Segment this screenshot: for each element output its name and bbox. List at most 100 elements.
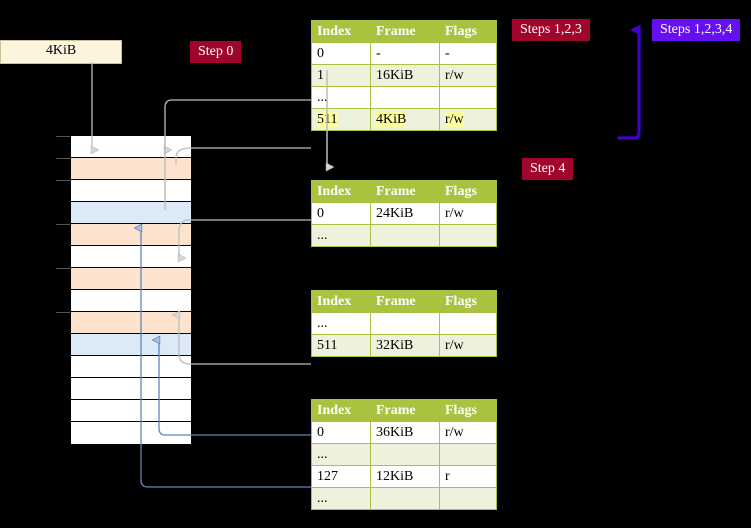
cell-flags: r/w: [439, 108, 497, 131]
column-header-flags: Flags: [439, 399, 497, 422]
memory-tick: [56, 158, 70, 159]
cell-index: 0: [311, 42, 371, 65]
cell-flags: -: [439, 42, 497, 65]
cell-flags: [439, 312, 497, 335]
cell-frame: 24KiB: [370, 202, 440, 225]
table-row: 0--: [311, 42, 497, 65]
memory-tick: [56, 312, 70, 313]
memory-frame-row: [71, 400, 191, 422]
label-steps-123: Steps 1,2,3: [512, 19, 590, 41]
cell-index: 511: [311, 108, 371, 131]
cell-frame: 32KiB: [370, 334, 440, 357]
memory-frame-row: [71, 202, 191, 224]
cell-flags: [439, 443, 497, 466]
table-header-row: Index Frame Flags: [311, 180, 497, 203]
memory-frame-row: [71, 378, 191, 400]
cell-index: 127: [311, 465, 371, 488]
cell-frame: 4KiB: [370, 108, 440, 131]
cell-index: ...: [311, 487, 371, 510]
label-step-0: Step 0: [190, 41, 242, 63]
column-header-flags: Flags: [439, 290, 497, 313]
cell-frame: [370, 487, 440, 510]
memory-frame-row: [71, 290, 191, 312]
memory-tick: [56, 224, 70, 225]
memory-frame-row: [71, 356, 191, 378]
table-row: ...: [311, 224, 497, 247]
memory-frame-row: [71, 422, 191, 444]
memory-tick: [56, 268, 70, 269]
cell-frame: 36KiB: [370, 421, 440, 444]
column-header-frame: Frame: [370, 20, 440, 43]
cell-flags: r/w: [439, 421, 497, 444]
cell-frame: [370, 312, 440, 335]
cell-flags: [439, 487, 497, 510]
frame-box-label: 4KiB: [45, 43, 77, 58]
table-row: ...: [311, 86, 497, 109]
column-header-flags: Flags: [439, 20, 497, 43]
memory-frame-row: [71, 268, 191, 290]
memory-frame-row: [71, 224, 191, 246]
memory-frame-row: [71, 246, 191, 268]
memory-frame-row: [71, 158, 191, 180]
column-header-index: Index: [311, 290, 371, 313]
table-header-row: Index Frame Flags: [311, 20, 497, 43]
cell-index: ...: [311, 312, 371, 335]
label-steps-1234: Steps 1,2,3,4: [652, 19, 741, 41]
column-header-flags: Flags: [439, 180, 497, 203]
table-row: ...: [311, 487, 497, 510]
column-header-frame: Frame: [370, 180, 440, 203]
cell-flags: [439, 224, 497, 247]
table-header-row: Index Frame Flags: [311, 399, 497, 422]
table-row: ...: [311, 443, 497, 466]
memory-frame-row: [71, 312, 191, 334]
cell-index: 511: [311, 334, 371, 357]
column-header-frame: Frame: [370, 290, 440, 313]
column-header-index: Index: [311, 180, 371, 203]
cell-flags: r: [439, 465, 497, 488]
cell-flags: r/w: [439, 64, 497, 87]
column-header-index: Index: [311, 20, 371, 43]
cell-index: 0: [311, 421, 371, 444]
memory-frame-row: [71, 334, 191, 356]
arrow-steps-1234-bracket: [617, 30, 641, 140]
cell-flags: r/w: [439, 202, 497, 225]
cell-frame: [370, 86, 440, 109]
memory-frame-row: [71, 136, 191, 158]
cell-index: ...: [311, 443, 371, 466]
cell-frame: -: [370, 42, 440, 65]
memory-tick: [56, 136, 70, 137]
cell-index: ...: [311, 224, 371, 247]
column-header-index: Index: [311, 399, 371, 422]
cell-flags: [439, 86, 497, 109]
table-row: ...: [311, 312, 497, 335]
memory-tick: [56, 180, 70, 181]
label-step-4: Step 4: [522, 158, 574, 180]
cell-frame: [370, 224, 440, 247]
cell-index: 1: [311, 64, 371, 87]
memory-frame-row: [71, 180, 191, 202]
table-header-row: Index Frame Flags: [311, 290, 497, 313]
column-header-frame: Frame: [370, 399, 440, 422]
cell-index: ...: [311, 86, 371, 109]
cell-frame: 12KiB: [370, 465, 440, 488]
frame-box-4kib: 4KiB: [0, 40, 122, 64]
cell-index: 0: [311, 202, 371, 225]
cell-frame: 16KiB: [370, 64, 440, 87]
cell-flags: r/w: [439, 334, 497, 357]
cell-frame: [370, 443, 440, 466]
physical-memory-column: [70, 136, 191, 444]
